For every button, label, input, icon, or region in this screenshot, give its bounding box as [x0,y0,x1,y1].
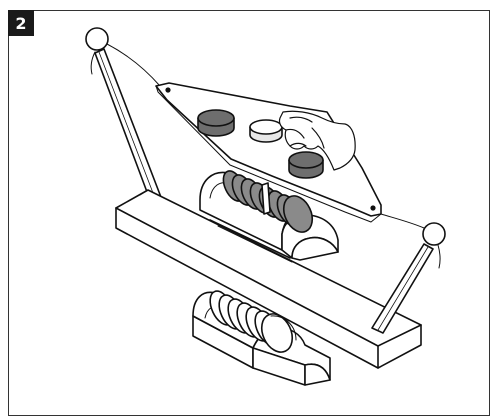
step-number-badge: 2 [8,10,34,36]
plate-disk-right [288,151,324,179]
rear-post-knob [85,27,109,51]
front-post-knob [422,222,446,246]
plate-disk-middle [249,119,283,143]
rear-wire-tail [90,51,96,75]
front-wire [380,213,425,229]
rear-wire [106,43,161,87]
center-rod [261,182,271,215]
plate-hole [165,87,171,93]
plate-disk-left [197,109,235,137]
front-post [371,222,446,334]
balance-beam [115,189,422,369]
rear-post [85,27,165,209]
plate-hole [370,205,376,211]
lower-disk-stack [209,290,297,353]
hand-icon [278,110,356,171]
front-wire-tail [437,244,441,269]
